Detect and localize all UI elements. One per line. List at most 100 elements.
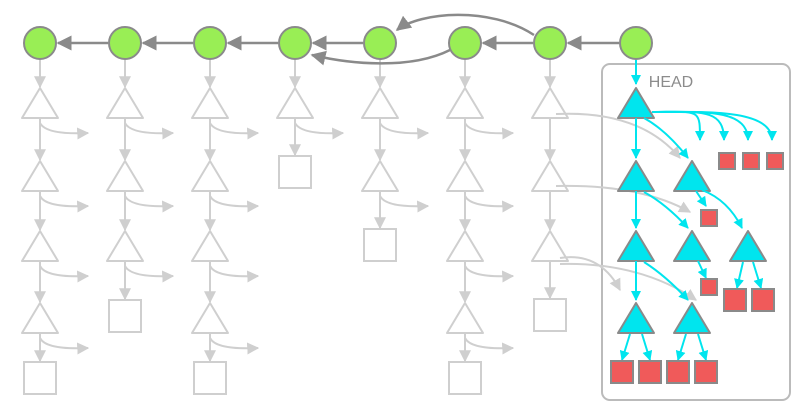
blob-square-icon (108, 299, 142, 333)
commit-circle-icon (448, 26, 482, 60)
pointer-arrow (39, 265, 90, 283)
merge-parent-arrow (310, 48, 451, 66)
pointer-arrow (643, 191, 689, 229)
tree-triangle-icon (106, 230, 144, 262)
pointer-arrow (695, 190, 707, 207)
pointer-arrow (651, 110, 777, 141)
historical-trees (21, 60, 697, 395)
pointer-arrow (643, 261, 689, 301)
tree-triangle-icon (617, 160, 655, 192)
tree-triangle-icon (191, 160, 229, 192)
tree-triangle-icon (191, 87, 229, 119)
pointer-arrow (643, 117, 689, 159)
blob-square-icon (448, 361, 482, 395)
pointer-arrow (464, 265, 515, 283)
commit-parent-arrows (56, 13, 619, 66)
commit-circle-icon (278, 26, 312, 60)
tree-triangle-icon (21, 87, 59, 119)
pointer-arrow (39, 337, 90, 355)
pointer-arrow (559, 256, 621, 292)
merge-parent-arrow (395, 13, 535, 37)
tree-triangle-icon (361, 160, 399, 192)
tree-triangle-icon (673, 230, 711, 262)
tree-triangle-icon (446, 160, 484, 192)
commit-circle-icon (23, 26, 57, 60)
tree-triangle-icon (617, 302, 655, 334)
pointer-arrow (209, 265, 260, 283)
pointer-arrow (209, 195, 260, 213)
pointer-arrow (734, 261, 744, 289)
commit-circle-icon (363, 26, 397, 60)
pointer-arrow (209, 122, 260, 140)
blob-square-icon (742, 152, 760, 170)
pointer-arrow (641, 333, 653, 361)
tree-triangle-icon (191, 302, 229, 334)
tree-triangle-icon (446, 302, 484, 334)
pointer-arrow (619, 333, 631, 361)
head-frame (601, 63, 791, 401)
blob-square-icon (610, 360, 634, 384)
tree-triangle-icon (673, 160, 711, 192)
pointer-arrow (124, 122, 175, 140)
tree-triangle-icon (21, 160, 59, 192)
pointer-arrow (697, 260, 707, 279)
commit-circle-icon (533, 26, 567, 60)
tree-triangle-icon (531, 230, 569, 262)
blob-square-icon (694, 360, 718, 384)
tree-triangle-icon (617, 230, 655, 262)
blob-square-icon (638, 360, 662, 384)
head-tree (610, 60, 784, 384)
tree-triangle-icon (673, 302, 711, 334)
tree-triangle-icon (191, 230, 229, 262)
blob-square-icon (193, 361, 227, 395)
blob-square-icon (751, 288, 775, 312)
blob-square-icon (718, 152, 736, 170)
tree-triangle-icon (617, 87, 655, 119)
pointer-arrow (752, 261, 764, 289)
pointer-arrow (464, 337, 515, 355)
commit-chain (23, 26, 653, 60)
pointer-arrow (379, 122, 430, 140)
tree-triangle-icon (21, 230, 59, 262)
pointer-arrow (39, 122, 90, 140)
tree-triangle-icon (361, 87, 399, 119)
pointer-arrow (464, 195, 515, 213)
pointer-arrow (555, 112, 681, 159)
pointer-arrow (379, 195, 430, 213)
blob-square-icon (533, 298, 567, 332)
pointer-arrow (209, 337, 260, 355)
pointer-arrow (464, 122, 515, 140)
blob-square-icon (363, 228, 397, 262)
pointer-arrow (124, 195, 175, 213)
pointer-arrow (675, 333, 687, 361)
commit-circle-icon (619, 26, 653, 60)
pointer-arrow (39, 195, 90, 213)
pointer-arrow (294, 122, 345, 140)
pointer-arrow (701, 189, 743, 229)
pointer-arrow (124, 265, 175, 283)
pointer-arrow (651, 110, 705, 141)
pointer-arrow (651, 110, 729, 141)
blob-square-icon (700, 209, 718, 227)
tree-triangle-icon (729, 230, 767, 262)
tree-triangle-icon (531, 160, 569, 192)
head-label: HEAD (649, 74, 693, 91)
tree-triangle-icon (276, 87, 314, 119)
tree-triangle-icon (446, 230, 484, 262)
tree-triangle-icon (21, 302, 59, 334)
blob-square-icon (666, 360, 690, 384)
commit-circle-icon (193, 26, 227, 60)
pointer-arrow (697, 333, 709, 361)
tree-triangle-icon (106, 160, 144, 192)
blob-square-icon (23, 361, 57, 395)
commit-circle-icon (108, 26, 142, 60)
blob-square-icon (700, 278, 718, 296)
tree-triangle-icon (106, 87, 144, 119)
blob-square-icon (723, 288, 747, 312)
tree-triangle-icon (446, 87, 484, 119)
blob-square-icon (278, 155, 312, 189)
pointer-arrow (559, 262, 697, 301)
tree-triangle-icon (531, 87, 569, 119)
blob-square-icon (766, 152, 784, 170)
